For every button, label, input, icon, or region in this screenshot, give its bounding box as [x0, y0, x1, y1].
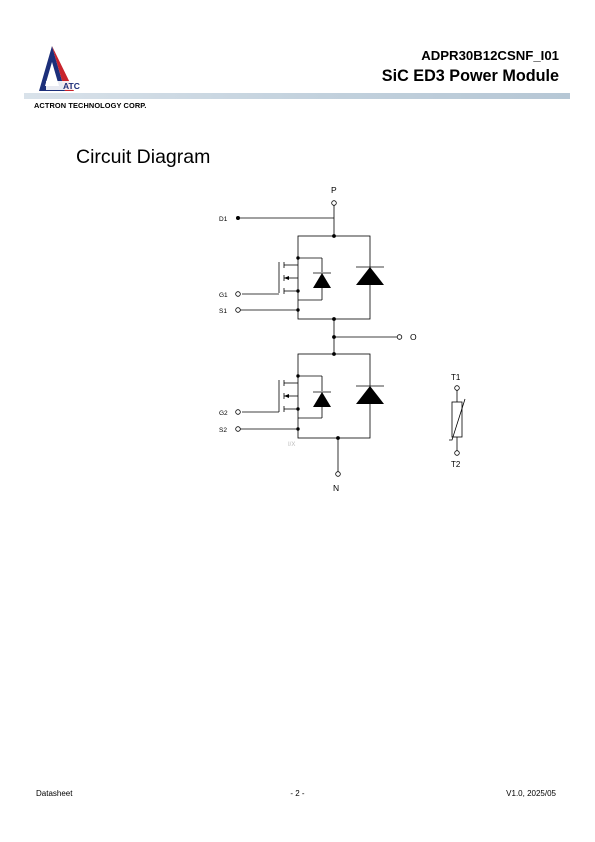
upper-freewheel-diode: [356, 266, 384, 285]
upper-body-diode: [313, 272, 331, 288]
label-n: N: [333, 483, 339, 493]
upper-mosfet: [242, 256, 323, 301]
label-g2: G2: [219, 410, 228, 417]
label-t2: T2: [451, 460, 461, 469]
terminal-s2: [235, 426, 241, 432]
lower-body-diode: [313, 391, 331, 407]
label-g1: G1: [219, 292, 228, 299]
label-s2: S2: [219, 427, 227, 434]
footer-page-number: - 2 -: [290, 789, 305, 798]
ntc-thermistor: [449, 385, 466, 456]
lower-freewheel-diode: [356, 385, 384, 404]
footer-version: V1.0, 2025/05: [506, 789, 556, 798]
terminal-g2: [235, 409, 241, 415]
actron-logo: ATC: [39, 46, 80, 91]
label-o: O: [410, 332, 417, 342]
terminal-s1: [235, 307, 241, 313]
circuit-diagram: P D1 G1 S1 O: [219, 185, 466, 493]
label-t1: T1: [451, 373, 461, 382]
faint-mark: I/X: [288, 442, 295, 448]
terminal-p: [331, 200, 337, 206]
product-title: SiC ED3 Power Module: [381, 67, 559, 85]
terminal-g1: [235, 291, 241, 297]
part-number: ADPR30B12CSNF_I01: [421, 48, 559, 63]
company-name: ACTRON TECHNOLOGY CORP.: [34, 101, 147, 110]
logo-lettering: ATC: [63, 81, 80, 91]
terminal-n: [335, 471, 341, 477]
lower-mosfet: [242, 374, 323, 419]
upper-switch-box: [297, 235, 371, 320]
terminal-o: [396, 334, 403, 340]
label-p: P: [331, 185, 337, 195]
label-s1: S1: [219, 308, 227, 315]
label-d1: D1: [219, 216, 228, 223]
header-band: [24, 93, 570, 99]
section-title: Circuit Diagram: [76, 146, 211, 168]
footer-doc-type: Datasheet: [36, 789, 73, 798]
lower-switch-box: [297, 353, 371, 439]
